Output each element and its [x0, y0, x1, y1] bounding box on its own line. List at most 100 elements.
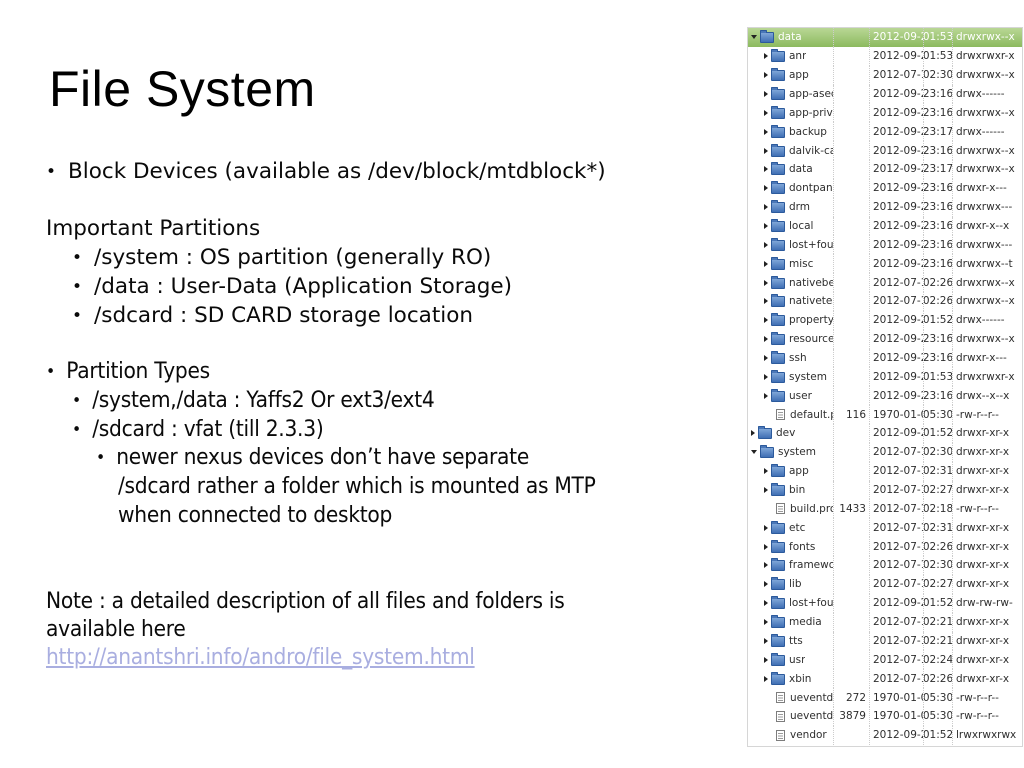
- expand-arrow-icon[interactable]: [764, 166, 768, 173]
- expand-arrow-icon[interactable]: [764, 109, 768, 116]
- file-name-cell: lost+found: [748, 235, 834, 255]
- file-name-label: resource-ca: [789, 333, 833, 346]
- file-name-cell: build.prop: [748, 499, 834, 519]
- file-date-label: 2012-09-20: [870, 348, 924, 368]
- expand-arrow-icon[interactable]: [764, 543, 768, 550]
- file-permissions-label: drwxr-xr-x: [956, 616, 1010, 629]
- file-size-label: [834, 367, 870, 387]
- file-date-label: 2012-09-20: [870, 84, 924, 104]
- file-name-cell: drm: [748, 197, 834, 217]
- expand-arrow-icon[interactable]: [764, 241, 768, 248]
- file-size-label: [834, 442, 870, 462]
- file-name-label: nativetest: [789, 295, 833, 308]
- expand-arrow-icon[interactable]: [764, 675, 768, 682]
- bullet-partition-types: •Partition Types: [46, 359, 210, 385]
- expand-arrow-icon[interactable]: [764, 373, 768, 380]
- file-name-label: vendor: [790, 729, 827, 742]
- expand-arrow-icon[interactable]: [764, 128, 768, 135]
- expand-arrow-icon[interactable]: [764, 637, 768, 644]
- file-time-label: 23:16: [924, 216, 953, 236]
- file-permissions-label: drwxr-xr-x: [956, 578, 1010, 591]
- file-permissions-label: drwx------: [956, 88, 1005, 100]
- file-time-label: 23:16: [924, 348, 953, 368]
- expand-arrow-icon[interactable]: [764, 91, 768, 97]
- file-size-label: [834, 141, 870, 161]
- collapse-arrow-icon[interactable]: [751, 450, 757, 455]
- collapse-arrow-icon[interactable]: [751, 35, 757, 40]
- expand-arrow-icon[interactable]: [764, 524, 768, 531]
- expand-arrow-icon[interactable]: [764, 562, 768, 569]
- bullet-data-partition: •/data : User-Data (Application Storage): [72, 274, 512, 300]
- expand-arrow-icon[interactable]: [764, 336, 768, 343]
- file-permissions-label: -rw-r--r--: [956, 502, 999, 515]
- expand-arrow-icon[interactable]: [764, 600, 768, 607]
- bullet-sdcard-vfat: •/sdcard : vfat (till 2.3.3): [72, 417, 324, 443]
- file-row[interactable]: ueventd.gold2721970-01-0105:30-rw-r--r--: [748, 688, 1022, 707]
- expand-arrow-icon[interactable]: [764, 279, 768, 286]
- file-row[interactable]: ueventd.rc38791970-01-0105:30-rw-r--r--: [748, 706, 1022, 726]
- expand-arrow-icon[interactable]: [764, 355, 768, 362]
- expand-arrow-icon[interactable]: [764, 656, 768, 663]
- file-row[interactable]: default.prop1161970-01-0105:30-rw-r--r--: [748, 405, 1022, 425]
- expand-arrow-icon[interactable]: [764, 204, 768, 211]
- file-time-label: 23:17: [924, 122, 953, 142]
- expand-arrow-icon[interactable]: [764, 260, 768, 267]
- file-size-label: 272: [834, 688, 870, 707]
- expand-arrow-icon[interactable]: [764, 223, 768, 230]
- file-system-link[interactable]: http://anantshri.info/andro/file_system.…: [46, 645, 475, 670]
- expand-arrow-icon[interactable]: [751, 430, 755, 437]
- expand-arrow-icon[interactable]: [764, 53, 768, 60]
- file-name-cell: ueventd.gold: [748, 688, 834, 707]
- expand-arrow-icon[interactable]: [764, 581, 768, 588]
- file-time-label: 01:52: [924, 424, 953, 443]
- expand-arrow-icon[interactable]: [764, 487, 768, 494]
- expand-arrow-icon[interactable]: [764, 619, 768, 626]
- bullet-data-partition-label: /data : User-Data (Application Storage): [94, 274, 513, 299]
- expand-arrow-icon[interactable]: [764, 72, 768, 79]
- expand-arrow-icon[interactable]: [764, 185, 768, 192]
- expand-arrow-icon[interactable]: [764, 147, 768, 154]
- file-row[interactable]: build.prop14332012-07-1402:18-rw-r--r--: [748, 499, 1022, 519]
- expand-arrow-icon[interactable]: [764, 392, 768, 399]
- folder-icon: [771, 369, 785, 383]
- expand-arrow-icon[interactable]: [764, 298, 768, 305]
- expand-arrow-icon[interactable]: [764, 468, 768, 475]
- expand-arrow-icon[interactable]: [764, 317, 768, 324]
- folder-icon: [771, 671, 785, 685]
- file-size-label: [834, 46, 870, 66]
